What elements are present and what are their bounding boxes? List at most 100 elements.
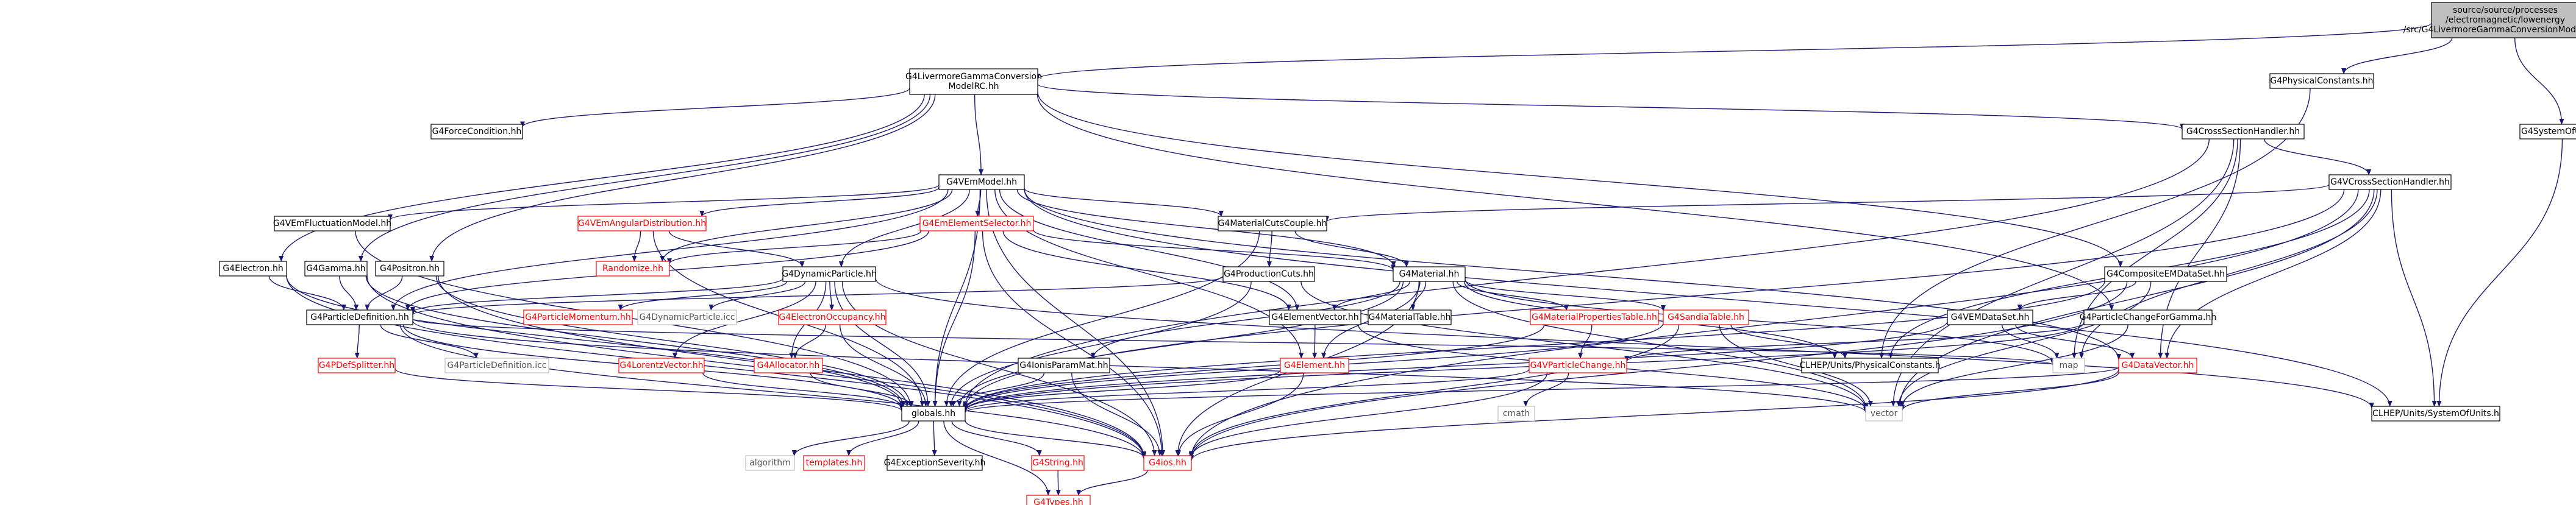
node-emelemsel[interactable]: G4EmElementSelector.hh xyxy=(919,216,1034,231)
node-templates[interactable]: templates.hh xyxy=(803,455,865,471)
node-clhepconst[interactable]: CLHEP/Units/PhysicalConstants.h xyxy=(1799,358,1941,373)
include-edge-sysunits-to-clhepunits xyxy=(2436,138,2563,407)
node-label: G4ios.hh xyxy=(1149,458,1186,468)
node-electronocc[interactable]: G4ElectronOccupancy.hh xyxy=(778,309,887,325)
include-edge-globals-to-g4string xyxy=(951,420,1042,456)
node-forcecond[interactable]: G4ForceCondition.hh xyxy=(430,124,523,139)
node-crosssec[interactable]: G4CrossSectionHandler.hh xyxy=(2182,124,2305,139)
node-vemfluct[interactable]: G4VEmFluctuationModel.hh xyxy=(273,216,391,231)
node-allocator[interactable]: G4Allocator.hh xyxy=(754,358,823,373)
include-edge-pdefsplitter-to-globals xyxy=(394,368,904,412)
node-box xyxy=(2371,406,2500,422)
node-g4string[interactable]: G4String.hh xyxy=(1031,455,1085,471)
node-label: globals.hh xyxy=(912,409,955,418)
node-box xyxy=(637,309,737,325)
include-edge-modelrc-to-compositeem xyxy=(1037,91,2123,267)
include-edge-vemmodel-to-material xyxy=(1016,189,1396,267)
node-box xyxy=(778,309,887,325)
node-label: templates.hh xyxy=(806,458,863,468)
include-edge-modelrc-to-gamma xyxy=(358,94,931,262)
node-box xyxy=(1026,495,1091,505)
node-label: G4SystemOfUnits.hh xyxy=(2521,127,2576,136)
node-label: G4VEmModel.hh xyxy=(946,177,1017,187)
node-positron[interactable]: G4Positron.hh xyxy=(375,261,444,277)
node-datavector[interactable]: G4DataVector.hh xyxy=(2118,358,2197,373)
node-prodcuts[interactable]: G4ProductionCuts.hh xyxy=(1222,266,1315,282)
node-partchangegamma[interactable]: G4ParticleChangeForGamma.hh xyxy=(2080,309,2216,325)
node-pdefsplitter[interactable]: G4PDefSplitter.hh xyxy=(318,358,396,373)
node-vemmodel[interactable]: G4VEmModel.hh xyxy=(938,174,1025,190)
include-edge-prodcuts-to-globals xyxy=(948,281,1252,407)
include-edge-crosssec-to-vcrosssec xyxy=(2264,138,2372,175)
include-edge-dynparticle-to-clhepunits xyxy=(875,278,2374,409)
node-mattable[interactable]: G4MaterialTable.hh xyxy=(1368,309,1452,325)
node-vemangular[interactable]: G4VEmAngularDistribution.hh xyxy=(577,216,707,231)
include-edge-positron-to-partdef xyxy=(365,275,403,311)
node-partdeficc: G4ParticleDefinition.icc xyxy=(444,358,549,373)
include-edge-partchangegamma-to-vparticlechange xyxy=(1624,322,2085,362)
node-ionparammat[interactable]: G4IonisParamMat.hh xyxy=(1018,358,1110,373)
include-edge-crosssec-to-globals xyxy=(963,138,2210,408)
include-edge-material-to-globals xyxy=(957,281,1404,407)
node-randomize[interactable]: Randomize.hh xyxy=(596,261,670,277)
include-edge-vemmodel-to-partdef xyxy=(391,189,949,311)
node-g4ios[interactable]: G4ios.hh xyxy=(1143,455,1192,471)
node-label: G4Gamma.hh xyxy=(306,264,365,274)
include-edge-emelemsel-to-elemvector xyxy=(1002,230,1291,311)
node-sysunits[interactable]: G4SystemOfUnits.hh xyxy=(2519,124,2576,139)
node-vcrosssec[interactable]: G4VCrossSectionHandler.hh xyxy=(2328,174,2452,190)
include-edge-emelemsel-to-material xyxy=(1033,230,1396,271)
node-matproptable[interactable]: G4MaterialPropertiesTable.hh xyxy=(1530,309,1659,325)
node-dynparticle[interactable]: G4DynamicParticle.hh xyxy=(782,266,877,282)
node-gamma[interactable]: G4Gamma.hh xyxy=(304,261,368,277)
node-electron[interactable]: G4Electron.hh xyxy=(219,261,287,277)
include-edge-gamma-to-globals xyxy=(365,275,906,407)
include-edge-sandiatable-to-vector xyxy=(1719,324,1873,407)
node-box xyxy=(596,261,670,277)
node-box xyxy=(523,309,633,325)
node-vparticlechange[interactable]: G4VParticleChange.hh xyxy=(1529,358,1627,373)
node-sandiatable[interactable]: G4SandiaTable.hh xyxy=(1663,309,1749,325)
include-edge-dynparticle-to-dynparticleicc xyxy=(708,281,806,311)
include-edge-modelrc-to-forcecond xyxy=(520,88,910,128)
node-clhepunits[interactable]: CLHEP/Units/SystemOfUnits.h xyxy=(2371,406,2500,422)
node-box xyxy=(618,358,705,373)
node-globals[interactable]: globals.hh xyxy=(901,406,966,422)
node-vemdataset[interactable]: G4VEMDataSet.hh xyxy=(1947,309,2033,325)
node-material[interactable]: G4Material.hh xyxy=(1393,266,1466,282)
node-compositeem[interactable]: G4CompositeEMDataSet.hh xyxy=(2104,266,2227,282)
include-edge-vcrosssec-to-datavector xyxy=(2164,189,2382,359)
include-edge-vemmodel-to-randomize xyxy=(660,189,953,262)
node-label: G4IonisParamMat.hh xyxy=(1019,361,1108,370)
include-edge-modelrc-to-positron xyxy=(429,94,936,262)
node-lorentz[interactable]: G4LorentzVector.hh xyxy=(618,358,705,373)
node-box xyxy=(1218,216,1327,231)
node-element[interactable]: G4Element.hh xyxy=(1280,358,1349,373)
node-g4types[interactable]: G4Types.hh xyxy=(1026,495,1091,505)
node-label: algorithm xyxy=(749,458,791,468)
include-edge-vemmodel-to-g4ios xyxy=(986,189,1166,456)
node-label: vector xyxy=(1871,409,1898,418)
node-partmomentum[interactable]: G4ParticleMomentum.hh xyxy=(523,309,633,325)
include-edge-matproptable-to-globals xyxy=(963,324,1545,410)
node-map: map xyxy=(2052,358,2085,373)
include-edge-vemangular-to-dynparticle xyxy=(668,230,805,267)
include-edge-globals-to-g4ios xyxy=(965,420,1146,459)
node-box xyxy=(304,261,368,277)
nodes-layer: source/source/processes/electromagnetic/… xyxy=(219,2,2576,505)
node-label: G4ParticleMomentum.hh xyxy=(525,313,630,322)
node-box xyxy=(2328,174,2452,190)
include-edge-allocator-to-globals xyxy=(810,372,914,407)
node-label: G4DynamicParticle.icc xyxy=(640,313,735,322)
node-matcutscouple[interactable]: G4MaterialCutsCouple.hh xyxy=(1218,216,1327,231)
node-physconst[interactable]: G4PhysicalConstants.hh xyxy=(2269,73,2374,89)
node-exceptsev[interactable]: G4ExceptionSeverity.hh xyxy=(884,455,986,471)
node-box xyxy=(1947,309,2033,325)
node-label: G4MaterialTable.hh xyxy=(1368,313,1450,322)
node-elemvector[interactable]: G4ElementVector.hh xyxy=(1269,309,1361,325)
node-partdef[interactable]: G4ParticleDefinition.hh xyxy=(306,309,413,325)
include-edge-material-to-sandiatable xyxy=(1465,279,1666,312)
include-edge-sandiatable-to-g4ios xyxy=(1189,324,1680,457)
include-edge-emelemsel-to-globals xyxy=(932,230,976,407)
